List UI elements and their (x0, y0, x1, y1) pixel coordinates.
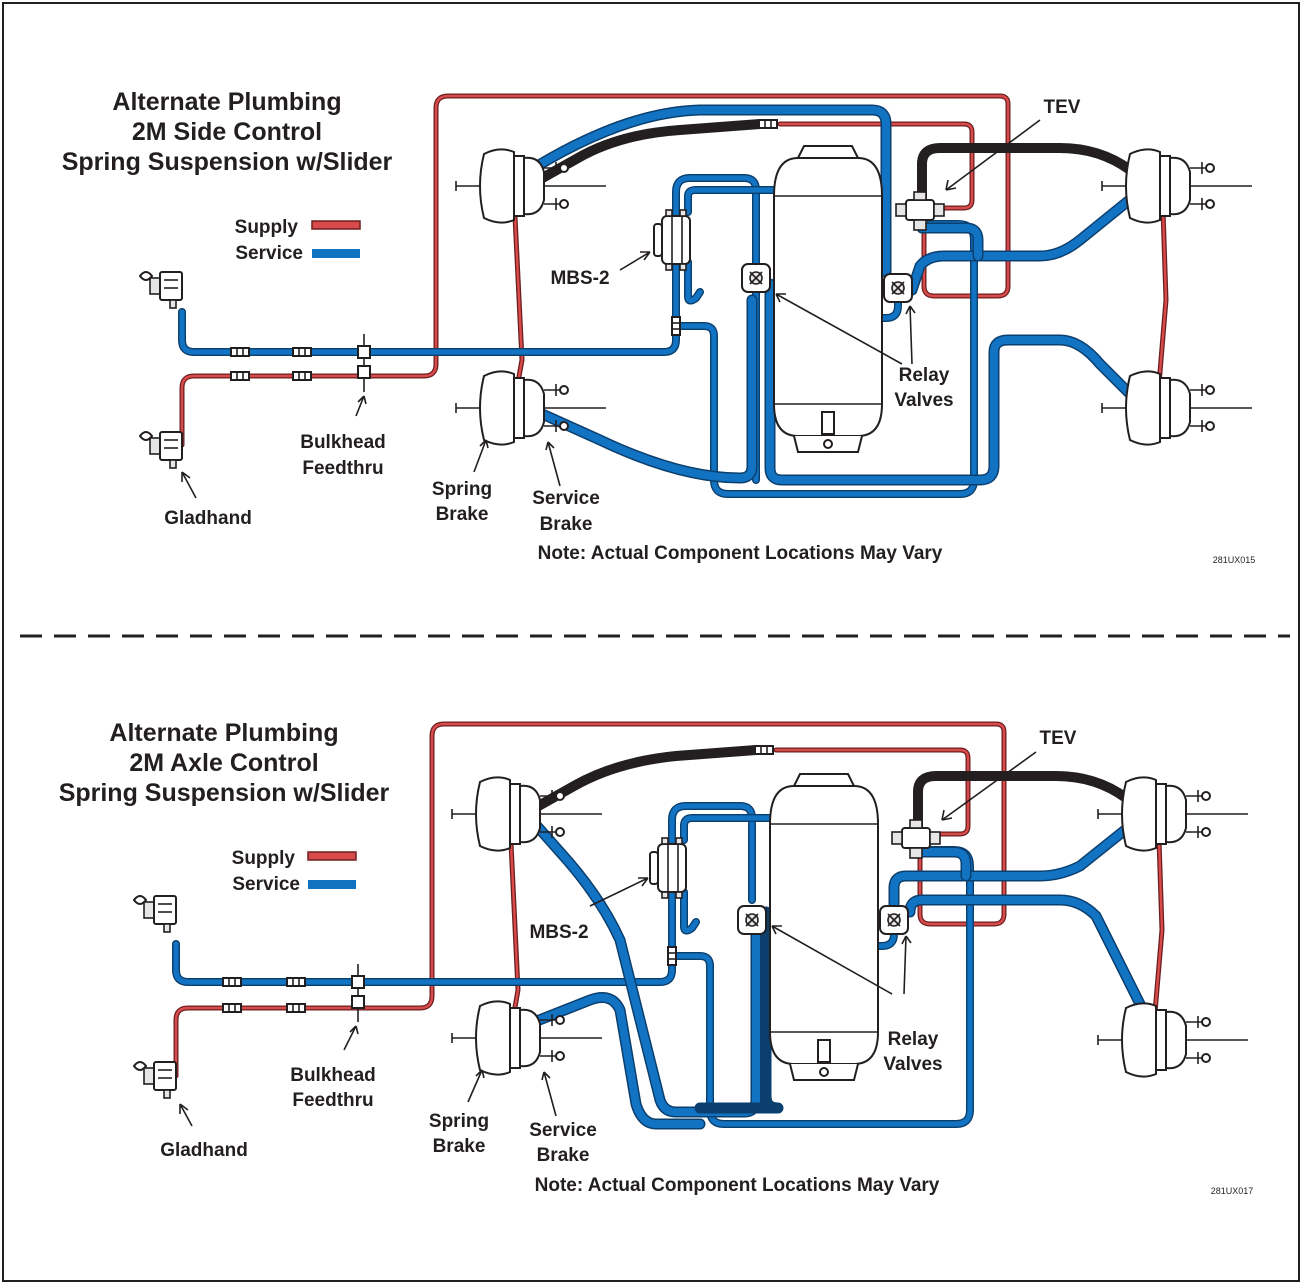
relay-valve-1 (737, 905, 767, 935)
relay-label-1: Relay (899, 365, 950, 386)
legend-service-label: Service (235, 243, 303, 264)
service-lines-large (508, 794, 1166, 1130)
gladhand-lower (139, 431, 183, 469)
legend-service-swatch (308, 880, 356, 889)
bulkhead-label-2: Feedthru (302, 458, 383, 479)
bulkhead-label-1: Bulkhead (300, 432, 386, 453)
tank (773, 145, 883, 453)
service-brake-label-2: Brake (540, 514, 593, 535)
relay-label-2: Valves (883, 1054, 942, 1075)
legend-supply-label: Supply (235, 217, 299, 238)
spring-brake-label-2: Brake (436, 504, 489, 525)
gladhand-upper (139, 271, 183, 309)
brake-chamber-rear-bottom (1097, 1002, 1249, 1078)
panel-side-control: Alternate Plumbing 2M Side Control Sprin… (62, 88, 1256, 565)
service-brake-label-1: Service (529, 1120, 597, 1141)
figure-code: 281UX017 (1211, 1186, 1254, 1196)
mbs2-label: MBS-2 (529, 922, 588, 943)
leader-lines (179, 751, 1037, 1127)
title-line-3: Spring Suspension w/Slider (59, 779, 390, 807)
tev-label: TEV (1040, 728, 1077, 749)
legend-supply-label: Supply (232, 848, 296, 869)
legend-supply-swatch (307, 851, 357, 861)
relay-valve-2 (879, 905, 909, 935)
legend-service-swatch (312, 249, 360, 258)
note: Note: Actual Component Locations May Var… (538, 543, 943, 564)
title-line-1: Alternate Plumbing (109, 719, 338, 747)
hose-lines (509, 119, 1165, 203)
mbs2-module (653, 209, 691, 271)
tev-label: TEV (1044, 97, 1081, 118)
bulkhead-label-1: Bulkhead (290, 1065, 376, 1086)
tank (769, 773, 879, 1081)
spring-brake-label-2: Brake (433, 1136, 486, 1157)
title-line-3: Spring Suspension w/Slider (62, 148, 393, 176)
note: Note: Actual Component Locations May Var… (535, 1175, 940, 1196)
brake-chamber-front-bottom (451, 1000, 603, 1076)
legend-supply-swatch (311, 220, 361, 230)
hose-lines (505, 745, 1161, 831)
gladhand-label: Gladhand (164, 508, 252, 529)
relay-valve-2 (883, 273, 913, 303)
title-line-1: Alternate Plumbing (112, 88, 341, 116)
spring-brake-label-1: Spring (429, 1111, 489, 1132)
mbs2-label: MBS-2 (550, 268, 609, 289)
service-brake-label-2: Brake (537, 1145, 590, 1166)
relay-label-1: Relay (888, 1029, 939, 1050)
title-line-2: 2M Axle Control (129, 749, 318, 777)
spring-brake-label-1: Spring (432, 479, 492, 500)
relay-valve-1 (741, 263, 771, 293)
bulkhead-label-2: Feedthru (292, 1090, 373, 1111)
gladhand-upper (133, 895, 177, 933)
mbs2-module (649, 837, 687, 899)
gladhand-lower (133, 1061, 177, 1099)
service-lines (178, 174, 978, 498)
service-brake-label-1: Service (532, 488, 600, 509)
relay-label-2: Valves (894, 390, 953, 411)
panel-axle-control: Alternate Plumbing 2M Axle Control Sprin… (59, 719, 1254, 1196)
gladhand-label: Gladhand (160, 1140, 248, 1161)
figure-code: 281UX015 (1213, 555, 1256, 565)
bulkhead-feedthru (357, 333, 371, 393)
bulkhead-feedthru (351, 963, 365, 1023)
leader-lines (181, 119, 1041, 499)
title-line-2: 2M Side Control (132, 118, 322, 146)
service-lines-large (512, 104, 1170, 486)
legend-service-label: Service (232, 874, 300, 895)
